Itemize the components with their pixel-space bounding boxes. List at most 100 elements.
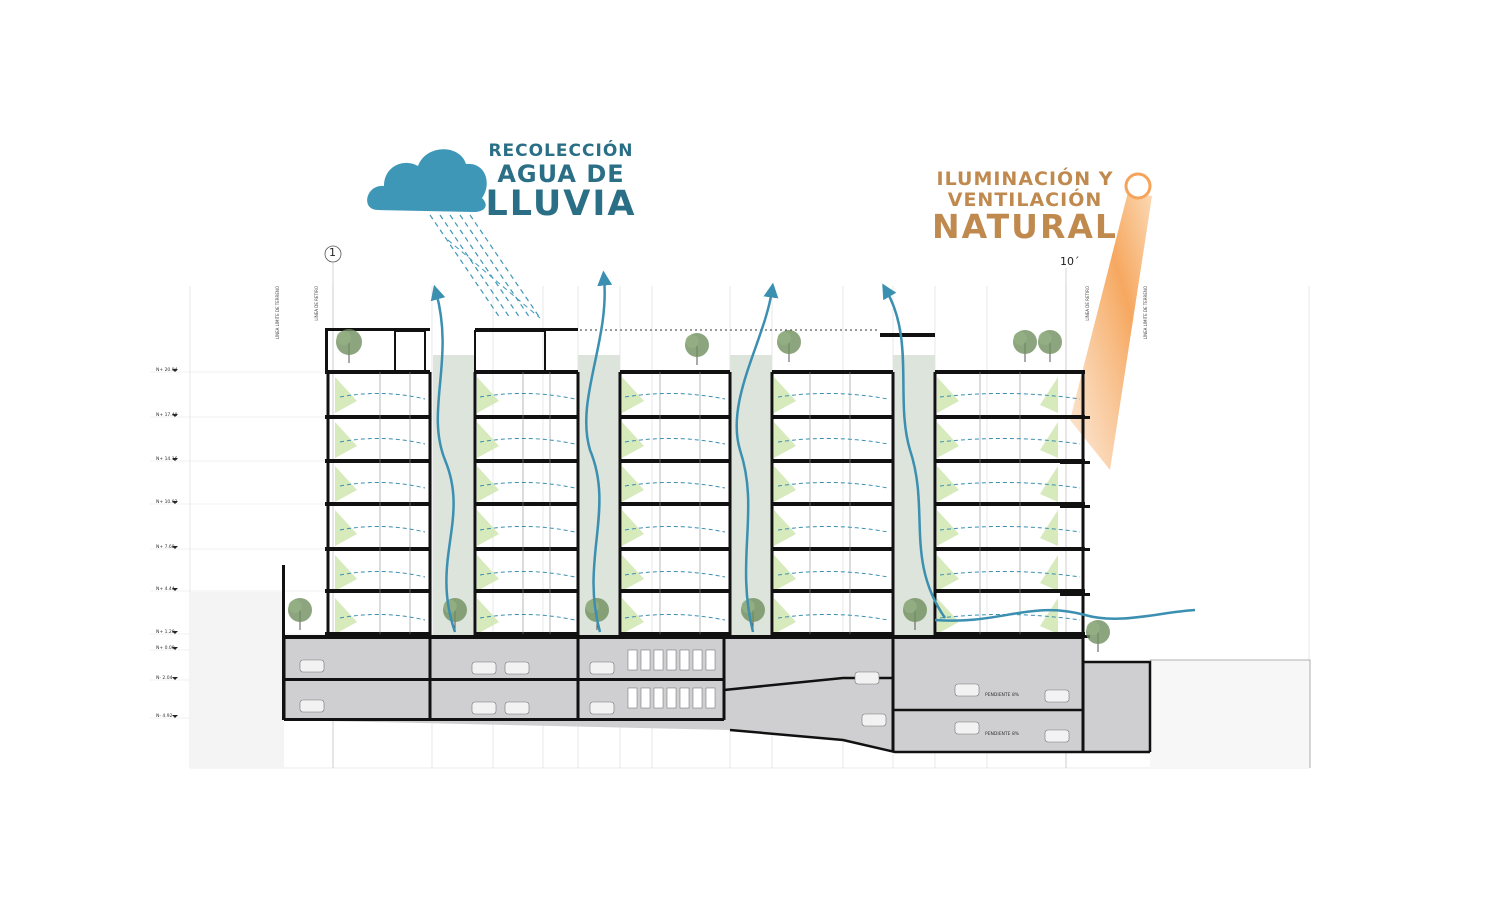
boundary-label: LÍNEA DE RETIRO [314, 286, 319, 321]
light-wedge [477, 598, 499, 634]
floor-slab [935, 370, 1085, 374]
light-wedge [937, 422, 959, 458]
level-marker [172, 546, 178, 549]
airflow-dashed [777, 481, 889, 489]
bike-rack [653, 687, 664, 709]
car [471, 661, 497, 675]
light-wedge [1040, 466, 1058, 502]
floor-slab [935, 459, 1085, 463]
floor-slab [935, 547, 1085, 551]
light-wedge [774, 598, 796, 634]
floor-slab [935, 415, 1085, 419]
column [428, 372, 432, 637]
section-fills [190, 192, 1310, 768]
car [854, 671, 880, 685]
ground-fill [1150, 660, 1310, 768]
floor-slab [935, 589, 1085, 593]
floor-slab [620, 415, 730, 419]
roof-box [474, 330, 546, 372]
axis-bubble [324, 245, 342, 263]
floor-slab [620, 502, 730, 506]
floor-slab [620, 459, 730, 463]
car [1044, 689, 1070, 703]
airflow-dashed [939, 613, 1081, 621]
car [504, 701, 530, 715]
ground-line [1150, 659, 1311, 768]
basement-fill [284, 637, 1150, 752]
bike-rack [692, 687, 703, 709]
bike-rack [653, 649, 664, 671]
tree-canopy [1086, 621, 1100, 636]
car [589, 661, 615, 675]
floor-slab [772, 632, 893, 636]
floor-slab [325, 502, 430, 506]
light-wedge [477, 377, 499, 413]
rain-line [429, 214, 501, 319]
airflow-dashed [339, 570, 426, 578]
column [618, 372, 622, 637]
car [299, 699, 325, 713]
car [954, 721, 980, 735]
rain-line [447, 239, 541, 319]
floor-slab [475, 502, 578, 506]
floor-slab [935, 632, 1085, 636]
column [326, 372, 330, 637]
car [589, 701, 615, 715]
bike-rack [679, 649, 690, 671]
ground-slab [284, 635, 1084, 639]
light-wedge [1040, 598, 1058, 634]
light-wedge [622, 377, 644, 413]
tree-canopy [903, 599, 917, 614]
rain-title-line-2: AGUA DE [497, 160, 625, 188]
light-wedge [335, 510, 357, 546]
floor-slab [325, 415, 430, 419]
airflow-dashed [939, 570, 1081, 578]
floor-slab [772, 547, 893, 551]
lightwell [730, 355, 772, 637]
column [473, 372, 477, 637]
balcony [1060, 548, 1090, 551]
airflow-dashed [624, 613, 726, 621]
light-wedge [937, 555, 959, 591]
car [299, 659, 325, 673]
level-marker [172, 588, 178, 591]
basement-slab [284, 718, 724, 721]
level-label: N+ 0.00 [156, 646, 175, 651]
airflow-dashed [777, 613, 889, 621]
column [576, 372, 580, 637]
bike-rack [692, 649, 703, 671]
light-wedge [477, 466, 499, 502]
balcony [1060, 461, 1090, 464]
level-marker [172, 631, 178, 634]
rain-line [469, 214, 541, 319]
light-wedge [774, 510, 796, 546]
level-label: N- 2.04 [156, 676, 173, 681]
floor-slab [772, 370, 893, 374]
airflow-dashed [479, 437, 576, 445]
column [933, 372, 937, 637]
floor-slab [772, 589, 893, 593]
retaining-wall [1083, 660, 1152, 752]
rain-collection-title: RECOLECCIÓN AGUA DE LLUVIA [476, 143, 646, 222]
ramp-label: PENDIENTE 8% [985, 732, 1020, 737]
airflow-dashed [339, 613, 426, 621]
level-marker [172, 369, 178, 372]
airflow-dashed [339, 437, 426, 445]
light-wedge [937, 466, 959, 502]
bike-rack [640, 649, 651, 671]
airflow-dashed [777, 437, 889, 445]
level-label: N+ 20.94 [156, 368, 178, 373]
basement-column [891, 637, 895, 752]
airflow-dashed [479, 525, 576, 533]
floor-slab [772, 459, 893, 463]
airflow-dashed [777, 525, 889, 533]
lightwell [893, 355, 935, 637]
top-elements [367, 149, 1152, 319]
floor-slab [325, 370, 430, 374]
axis-label-right: 10´ [1060, 255, 1080, 268]
level-label: N+ 10.92 [156, 500, 178, 505]
airflow-arrows [339, 270, 1196, 633]
level-marker [172, 647, 178, 650]
car [504, 661, 530, 675]
light-wedge [937, 377, 959, 413]
